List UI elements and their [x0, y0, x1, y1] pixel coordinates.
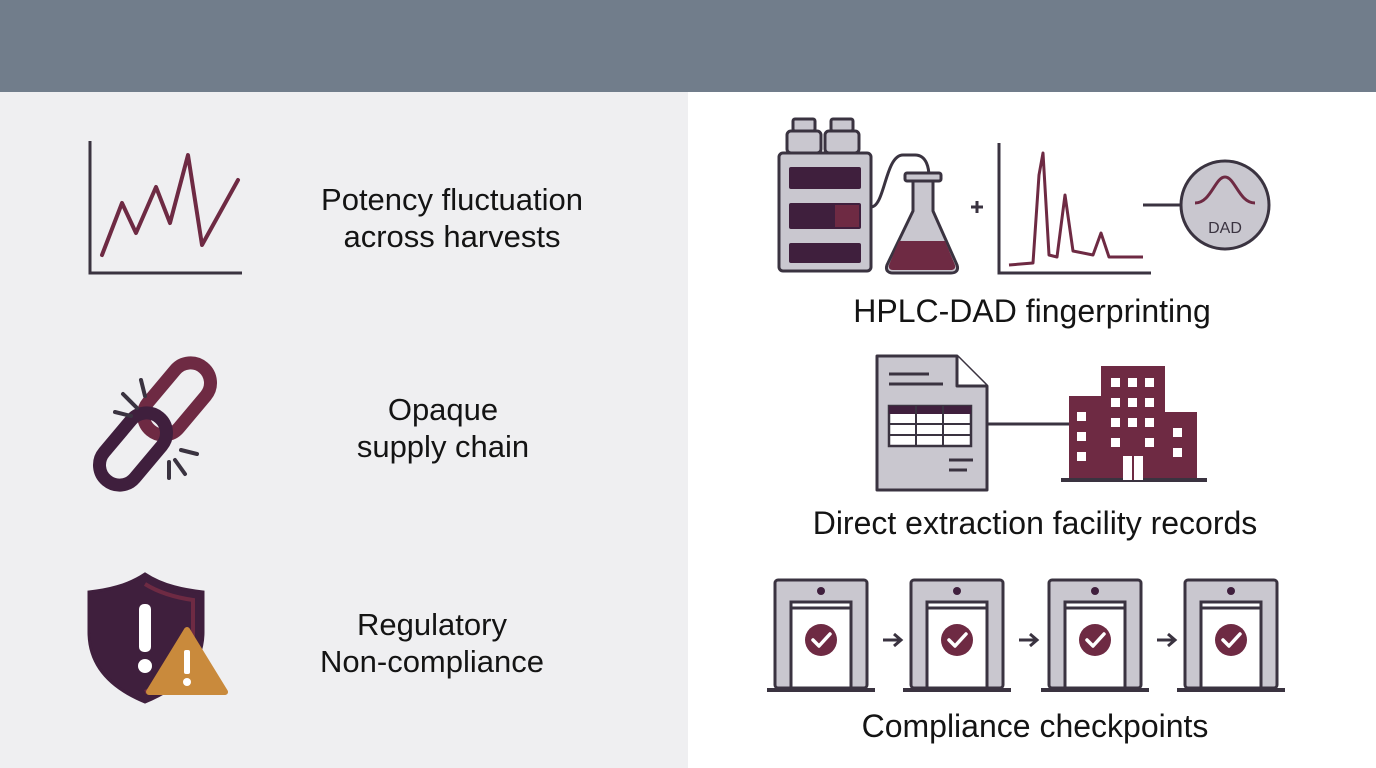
hplc-instrument-icon: DAD	[777, 117, 1271, 275]
checkpoint-gates-icon	[765, 578, 1287, 692]
problem-3-line2: Non-compliance	[320, 644, 544, 679]
header-bar	[0, 0, 1376, 92]
problem-2-line2: supply chain	[356, 429, 530, 464]
problem-1-line2: across harvests	[343, 219, 561, 254]
solution-3-label: Compliance checkpoints	[861, 708, 1209, 744]
problem-3-label: Regulatory Non-compliance	[320, 606, 544, 680]
solution-2-label: Direct extraction facility records	[812, 505, 1258, 541]
shield-warning-icon	[87, 572, 228, 704]
problem-1-label: Potency fluctuation across harvests	[321, 181, 583, 255]
problem-1-line1: Potency fluctuation	[321, 182, 583, 217]
problem-2-line1: Opaque	[387, 392, 499, 427]
broken-chain-icon	[93, 356, 217, 492]
problem-2-label: Opaque supply chain	[357, 391, 529, 465]
detector-label: DAD	[1208, 220, 1242, 237]
document-facility-icon	[875, 354, 1207, 492]
solution-1-label: HPLC-DAD fingerprinting	[853, 293, 1211, 329]
fluctuating-line-chart-icon	[88, 141, 242, 275]
problem-3-line1: Regulatory	[357, 607, 507, 642]
